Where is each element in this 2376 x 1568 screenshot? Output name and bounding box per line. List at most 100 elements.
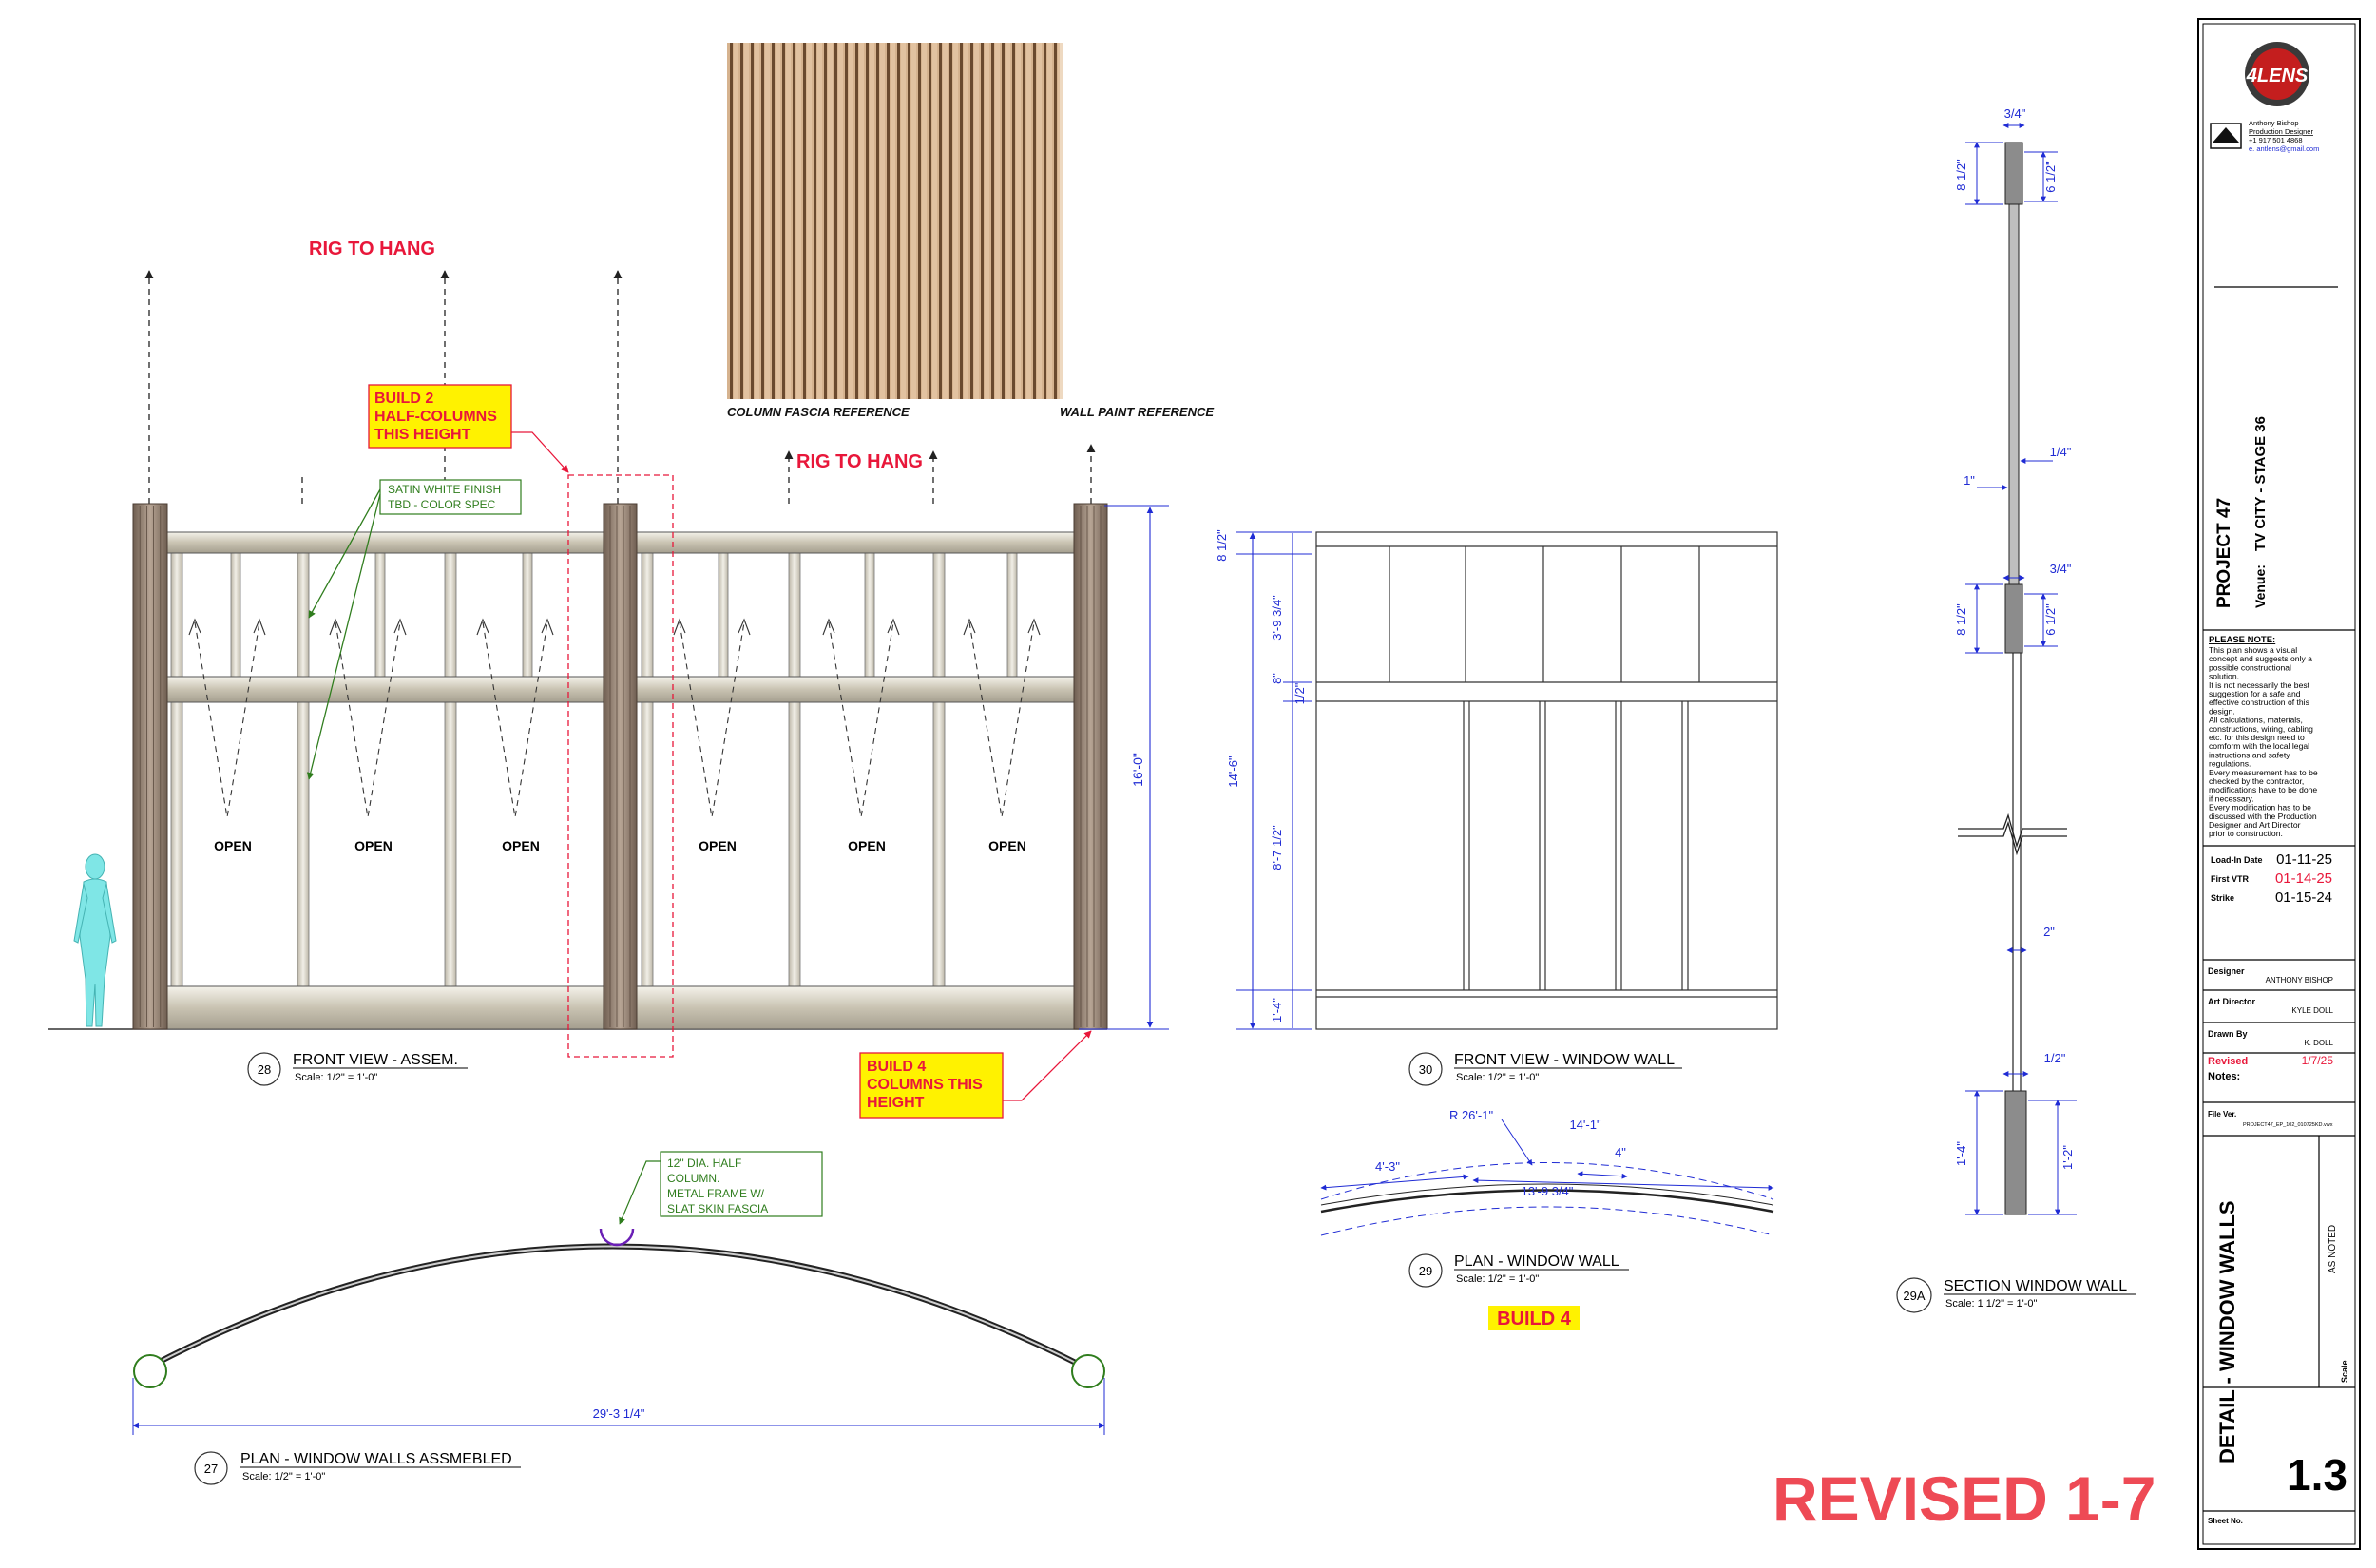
slat-gap (772, 43, 775, 399)
svg-text:ANTHONY BISHOP: ANTHONY BISHOP (2266, 976, 2333, 985)
view-label-27: 27 PLAN - WINDOW WALLS ASSMEBLED Scale: … (194, 1451, 521, 1485)
mullion (1006, 552, 1018, 678)
svg-text:Scale: 1 1/2" = 1'-0": Scale: 1 1/2" = 1'-0" (1945, 1298, 2038, 1310)
view-label-29a: 29A SECTION WINDOW WALL Scale: 1 1/2" = … (1896, 1277, 2136, 1313)
svg-text:14'-6": 14'-6" (1226, 755, 1240, 788)
svg-text:01-14-25: 01-14-25 (2275, 870, 2332, 887)
open-arrow-head (253, 618, 266, 636)
svg-text:3'-9 3/4": 3'-9 3/4" (1270, 595, 1284, 641)
open-arrow-head (822, 618, 835, 636)
svg-text:R 26'-1": R 26'-1" (1449, 1108, 1494, 1122)
svg-text:File Ver.: File Ver. (2208, 1110, 2236, 1119)
plan-window-wall (1320, 1119, 1774, 1236)
mullion (170, 552, 183, 987)
slat-highlight (870, 43, 874, 399)
slat-highlight (734, 43, 738, 399)
note-line: This plan shows a visual (2209, 645, 2297, 655)
slat-gap (876, 43, 879, 399)
svg-text:DETAIL - WINDOW WALLS: DETAIL - WINDOW WALLS (2215, 1200, 2239, 1463)
slat-gap (1023, 43, 1025, 399)
slat-highlight (786, 43, 791, 399)
note-line: concept and suggests only a (2209, 654, 2312, 663)
plan-window-wall-dims: R 26'-1" 14'-1" 4'-3" 4" 13'-9 3/4" (1375, 1108, 1626, 1198)
svg-text:27: 27 (204, 1462, 218, 1476)
svg-text:Load-In Date: Load-In Date (2211, 855, 2263, 865)
slat-gap (897, 43, 900, 399)
svg-text:30: 30 (1419, 1062, 1432, 1077)
svg-text:12" DIA. HALF: 12" DIA. HALF (667, 1157, 741, 1170)
svg-text:COLUMN.: COLUMN. (667, 1172, 719, 1185)
svg-text:8 1/2": 8 1/2" (1954, 603, 1968, 636)
slat-highlight (765, 43, 770, 399)
dimension-29-3-1-4-text: 29'-3 1/4" (593, 1406, 645, 1421)
slat-highlight (849, 43, 853, 399)
slat-gap (845, 43, 848, 399)
svg-text:6 1/2": 6 1/2" (2043, 161, 2058, 193)
svg-text:Venue:: Venue: (2252, 564, 2268, 608)
svg-text:8": 8" (1270, 673, 1284, 684)
union-logo (2210, 123, 2242, 149)
note-line: constructions, wiring, cabling (2209, 724, 2313, 734)
view-label-29: 29 PLAN - WINDOW WALL Scale: 1/2" = 1'-0… (1408, 1253, 1629, 1288)
column-fascia-reference-label: COLUMN FASCIA REFERENCE (727, 405, 910, 419)
slat-highlight (1047, 43, 1052, 399)
svg-text:Scale: 1/2" = 1'-0": Scale: 1/2" = 1'-0" (1456, 1072, 1539, 1083)
svg-text:KYLE DOLL: KYLE DOLL (2291, 1006, 2333, 1015)
svg-text:METAL FRAME W/: METAL FRAME W/ (667, 1187, 765, 1200)
mullion (297, 552, 310, 987)
slat-gap (939, 43, 942, 399)
column-fascia-reference-image (727, 43, 1063, 399)
svg-text:PLAN - WINDOW WALL: PLAN - WINDOW WALL (1454, 1253, 1619, 1270)
slat-gap (991, 43, 994, 399)
svg-text:Revised: Revised (2208, 1056, 2248, 1067)
section-window-wall (1958, 142, 2067, 1215)
human-scale-figure (73, 853, 117, 1027)
open-arrow-head (673, 618, 686, 636)
note-line: Every measurement has to be (2209, 768, 2318, 777)
slat-gap (730, 43, 733, 399)
slat-highlight (1058, 43, 1063, 399)
window-wall-dimension-chain (1236, 531, 1312, 1030)
slat-highlight (974, 43, 979, 399)
slat-highlight (891, 43, 895, 399)
plan-window-walls-assembled (132, 1228, 1105, 1435)
open-arrow-head (188, 618, 201, 636)
note-line: modifications have to be done (2209, 785, 2317, 794)
svg-text:1/2": 1/2" (2044, 1051, 2066, 1065)
svg-text:THIS HEIGHT: THIS HEIGHT (374, 427, 471, 443)
svg-text:BUILD 2: BUILD 2 (374, 391, 433, 407)
svg-text:2": 2" (2043, 925, 2055, 939)
svg-text:Scale: 1/2" = 1'-0": Scale: 1/2" = 1'-0" (295, 1072, 377, 1083)
slat-gap (751, 43, 754, 399)
note-line: suggestion for a safe and (2209, 689, 2301, 698)
slat-gap (1054, 43, 1057, 399)
svg-text:1'-4": 1'-4" (1270, 998, 1284, 1023)
svg-text:1/7/25: 1/7/25 (2302, 1054, 2334, 1067)
window-wall-dimension-texts: 8 1/2" 3'-9 3/4" 8" 1/2" 14'-6" 8'-7 1/2… (1215, 529, 1307, 1023)
4lens-logo: 4LENS (2245, 42, 2309, 106)
note-line: Every modification has to be (2209, 803, 2311, 813)
slat-gap (866, 43, 869, 399)
svg-text:Strike: Strike (2211, 893, 2234, 903)
slat-gap (918, 43, 921, 399)
svg-text:SLAT SKIN FASCIA: SLAT SKIN FASCIA (667, 1202, 768, 1215)
svg-text:PROJECT 47: PROJECT 47 (2214, 498, 2234, 608)
svg-text:28: 28 (258, 1062, 271, 1077)
half-column-callout: 12" DIA. HALF COLUMN. METAL FRAME W/ SLA… (619, 1151, 823, 1225)
svg-text:+1 917 501 4868: +1 917 501 4868 (2249, 136, 2303, 144)
slat-highlight (1026, 43, 1031, 399)
note-line: prior to construction. (2209, 829, 2283, 838)
open-direction-arrow (335, 621, 401, 818)
svg-text:Anthony Bishop: Anthony Bishop (2249, 119, 2299, 127)
svg-text:BUILD 4: BUILD 4 (867, 1059, 926, 1075)
svg-text:01-11-25: 01-11-25 (2276, 851, 2332, 868)
note-line: solution. (2209, 672, 2239, 681)
svg-text:1/4": 1/4" (2050, 445, 2072, 459)
open-arrow-head (476, 618, 489, 636)
column (132, 503, 168, 1030)
slat-gap (1044, 43, 1046, 399)
svg-text:Scale: 1/2" = 1'-0": Scale: 1/2" = 1'-0" (1456, 1273, 1539, 1285)
svg-text:01-15-24: 01-15-24 (2275, 889, 2332, 906)
mullion (788, 552, 801, 987)
slat-gap (1002, 43, 1005, 399)
